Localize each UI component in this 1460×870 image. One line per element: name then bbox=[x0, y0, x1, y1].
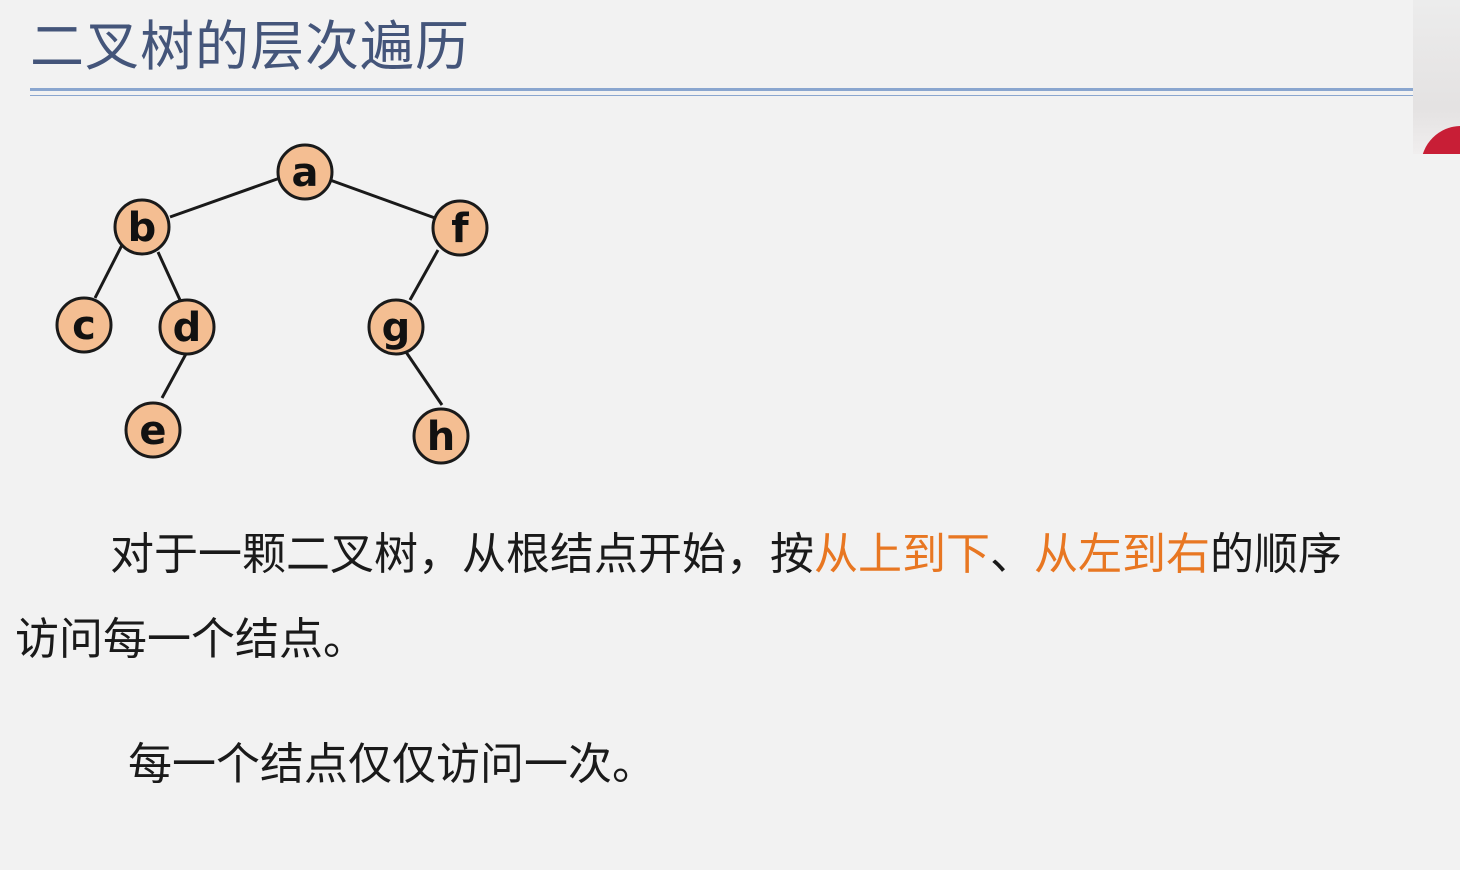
binary-tree-diagram: a b f c d g e h bbox=[55, 143, 489, 465]
tree-node-a: a bbox=[276, 143, 334, 201]
paragraph-visit-once: 每一个结点仅仅访问一次。 bbox=[128, 739, 656, 790]
edge-d-e bbox=[160, 351, 189, 399]
tree-node-c: c bbox=[55, 296, 113, 354]
title-rule-thin bbox=[30, 95, 1413, 96]
tree-node-d: d bbox=[158, 298, 216, 356]
edge-g-h bbox=[404, 351, 444, 406]
paragraph-definition-start: 对于一颗二叉树，从根结点开始，按 bbox=[110, 529, 814, 580]
tree-node-g-label: g bbox=[382, 305, 411, 351]
tree-node-f-label: f bbox=[451, 206, 469, 252]
tree-node-f: f bbox=[431, 199, 489, 257]
tree-node-b-label: b bbox=[128, 205, 157, 251]
highlight-left-to-right: 从左到右 bbox=[1034, 529, 1210, 580]
presenter-video-thumbnail bbox=[1413, 0, 1460, 154]
paragraph-comma: 、 bbox=[990, 529, 1034, 580]
title-rule-thick bbox=[30, 88, 1413, 91]
tree-node-c-label: c bbox=[72, 303, 96, 349]
edge-a-b bbox=[169, 176, 281, 219]
tree-node-h-label: h bbox=[427, 414, 455, 460]
slide-title: 二叉树的层次遍历 bbox=[30, 15, 470, 78]
paragraph-definition-continued: 访问每一个结点。 bbox=[15, 614, 367, 665]
paragraph-definition: 对于一颗二叉树，从根结点开始，按从上到下、从左到右的顺序 bbox=[110, 525, 1342, 585]
presenter-shoulder bbox=[1421, 126, 1460, 154]
tree-node-a-label: a bbox=[292, 150, 319, 196]
tree-node-g: g bbox=[367, 298, 425, 356]
tree-node-b: b bbox=[113, 198, 171, 256]
tree-node-e-label: e bbox=[139, 408, 166, 454]
edge-b-d bbox=[156, 251, 182, 301]
tree-node-d-label: d bbox=[173, 305, 202, 351]
tree-node-e: e bbox=[124, 401, 182, 459]
highlight-top-to-bottom: 从上到下 bbox=[814, 529, 990, 580]
edge-b-c bbox=[93, 244, 124, 299]
edge-f-g bbox=[408, 249, 440, 301]
edge-a-f bbox=[329, 178, 436, 220]
paragraph-definition-end: 的顺序 bbox=[1210, 529, 1342, 580]
tree-node-h: h bbox=[412, 407, 470, 465]
